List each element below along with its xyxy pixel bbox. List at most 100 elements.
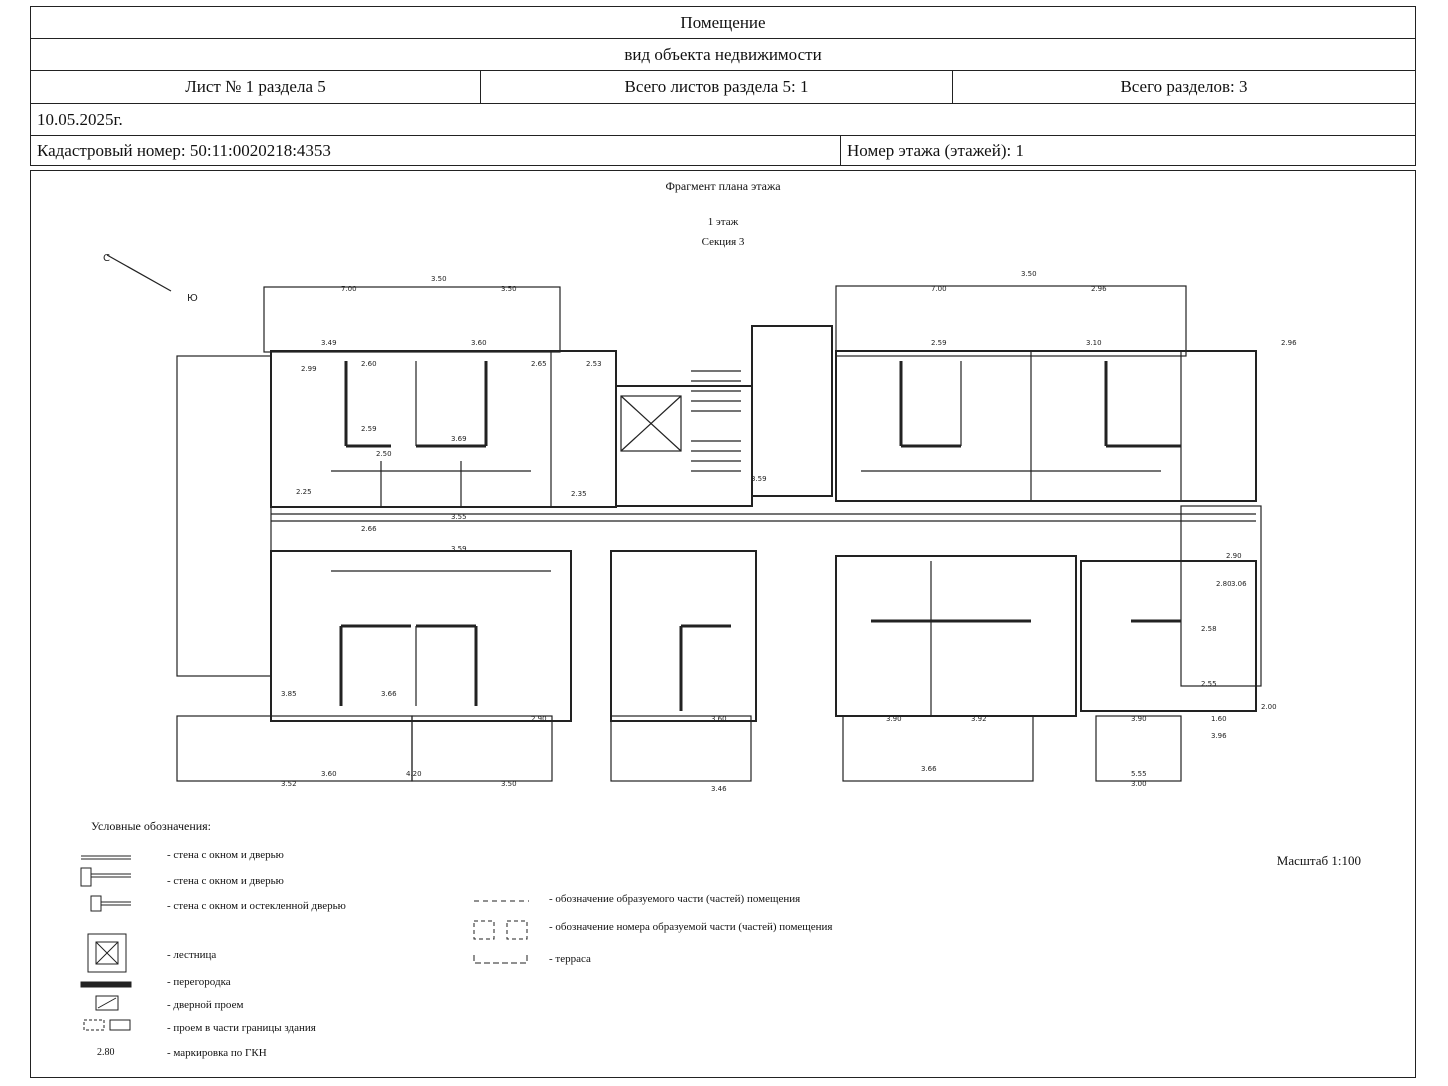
dimension-label: 3.50 (501, 780, 517, 788)
plan-floor: 1 этаж (707, 216, 739, 228)
legend-item-4: - лестница (167, 949, 217, 961)
dimension-label: 3.90 (886, 715, 902, 723)
block-bottom-left (270, 550, 572, 722)
dimension-label: 2.96 (1091, 285, 1107, 293)
legend-title: Условные обозначения: (91, 819, 212, 833)
dimension-label: 2.53 (586, 360, 602, 368)
floor-number: Номер этажа (этажей): 1 (840, 136, 1415, 165)
dimension-label: 2.00 (1261, 703, 1277, 711)
sections-total: Всего разделов: 3 (952, 71, 1415, 103)
block-bottom-far-right (1080, 560, 1257, 712)
legend-item-8: - маркировка по ГКН (167, 1047, 267, 1059)
header-subtitle-row: вид объекта недвижимости (30, 38, 1416, 71)
dimension-label: 3.10 (1086, 339, 1102, 347)
dimension-label: 3.92 (971, 715, 987, 723)
dimension-label: 3.60 (711, 715, 727, 723)
dimension-label: 4.20 (406, 770, 422, 778)
legend-item-5: - перегородка (167, 976, 231, 988)
dimension-label: 2.96 (1281, 339, 1297, 347)
dimension-label: 3.59 (751, 475, 767, 483)
plan-title: Фрагмент плана этажа (665, 179, 781, 193)
dimension-label: 3.66 (921, 765, 937, 773)
header-cadastral-row: Кадастровый номер: 50:11:0020218:4353 Но… (30, 135, 1416, 166)
partition-icon (80, 981, 132, 988)
wall-window-door-2-icon (80, 867, 131, 887)
terrace-icon (473, 955, 528, 964)
dimension-label: 1.60 (1211, 715, 1227, 723)
legend-item-3: - стена с окном и остекленной дверью (167, 900, 346, 912)
dimension-label: 3.60 (471, 339, 487, 347)
dimension-label: 2.80 (1216, 580, 1232, 588)
terrace-bottom-5 (1095, 715, 1182, 782)
wall-window-door-icon (81, 855, 131, 860)
dimension-label: 3.49 (321, 339, 337, 347)
north-arrow-icon (106, 254, 172, 292)
block-bottom-right (835, 555, 1077, 717)
header-date-row: 10.05.2025г. (30, 103, 1416, 136)
header-subtitle: вид объекта недвижимости (624, 44, 822, 64)
terrace-bottom-4 (842, 715, 1034, 782)
top-terrace-right (835, 285, 1187, 357)
dimension-label: 3.60 (321, 770, 337, 778)
top-terrace-left (263, 286, 561, 353)
terrace-bottom-3 (610, 715, 752, 782)
dimension-label: 2.50 (376, 450, 392, 458)
north-arrow-label: Ю (187, 293, 198, 304)
document-date: 10.05.2025г. (37, 109, 123, 129)
right-wing (1180, 505, 1262, 687)
legend-item-10: - обозначение номера образуемой части (ч… (549, 921, 833, 933)
building-boundary-opening-icon (83, 1019, 131, 1031)
sheet-number: Лист № 1 раздела 5 (185, 77, 326, 96)
floor-plan-drawing: С Ю (103, 253, 1297, 793)
legend-symbols (80, 855, 132, 1031)
dimension-label: 3.52 (281, 780, 297, 788)
block-top-right (835, 350, 1257, 502)
stair-block (615, 385, 753, 507)
dimension-label: 2.66 (361, 525, 377, 533)
dimension-label: 7.00 (931, 285, 947, 293)
stairs-legend-icon (87, 933, 127, 973)
dimension-label: 2.90 (531, 715, 547, 723)
dimension-label: 2.59 (361, 425, 377, 433)
dimension-label: 3.50 (1021, 270, 1037, 278)
left-wing (176, 355, 272, 677)
wall-glazed-door-icon (90, 895, 131, 912)
elevator-shaft (620, 395, 682, 452)
plan-frame: Фрагмент плана этажа 1 этаж Секция 3 Мас… (30, 170, 1416, 1078)
dimension-label: 3.06 (1231, 580, 1247, 588)
dimension-label: 2.35 (571, 490, 587, 498)
dimension-label: 3.66 (381, 690, 397, 698)
legend-item-6: - дверной проем (167, 999, 244, 1011)
legend-item-9: - обозначение образуемого части (частей)… (549, 893, 801, 905)
dimension-label: 2.65 (531, 360, 547, 368)
dimension-label: 5.55 (1131, 770, 1147, 778)
header-sheets-row: Лист № 1 раздела 5 Всего листов раздела … (30, 70, 1416, 104)
dimension-label: 3.50 (501, 285, 517, 293)
terrace-bottom-1 (176, 715, 413, 782)
dimension-label: 3.96 (1211, 732, 1227, 740)
legend-item-1: - стена с окном и дверью (167, 849, 284, 861)
sheets-total: Всего листов раздела 5: 1 (480, 71, 952, 103)
dimension-label: 2.55 (1201, 680, 1217, 688)
dimension-label: 7.00 (341, 285, 357, 293)
dimension-label: 3.46 (711, 785, 727, 793)
door-opening-icon (95, 995, 119, 1011)
plan-section: Секция 3 (701, 236, 745, 248)
header-title-row: Помещение (30, 6, 1416, 39)
dimension-label: 3.00 (1131, 780, 1147, 788)
dimension-label: 3.90 (1131, 715, 1147, 723)
header-title: Помещение (680, 12, 766, 32)
terrace-bottom-2 (411, 715, 553, 782)
block-top-left (270, 350, 617, 508)
legend-item-11: - терраса (549, 953, 591, 965)
marking-value: 2.80 (97, 1047, 115, 1058)
dimension-label: 2.60 (361, 360, 377, 368)
dimension-label: 3.69 (451, 435, 467, 443)
dimension-label: 2.90 (1226, 552, 1242, 560)
dimension-label: 2.58 (1201, 625, 1217, 633)
dimension-label: 3.55 (451, 513, 467, 521)
block-bottom-mid (610, 550, 757, 722)
dimension-label: 3.85 (281, 690, 297, 698)
north-arrow-c: С (103, 253, 110, 264)
legend-item-7: - проем в части границы здания (167, 1022, 316, 1034)
